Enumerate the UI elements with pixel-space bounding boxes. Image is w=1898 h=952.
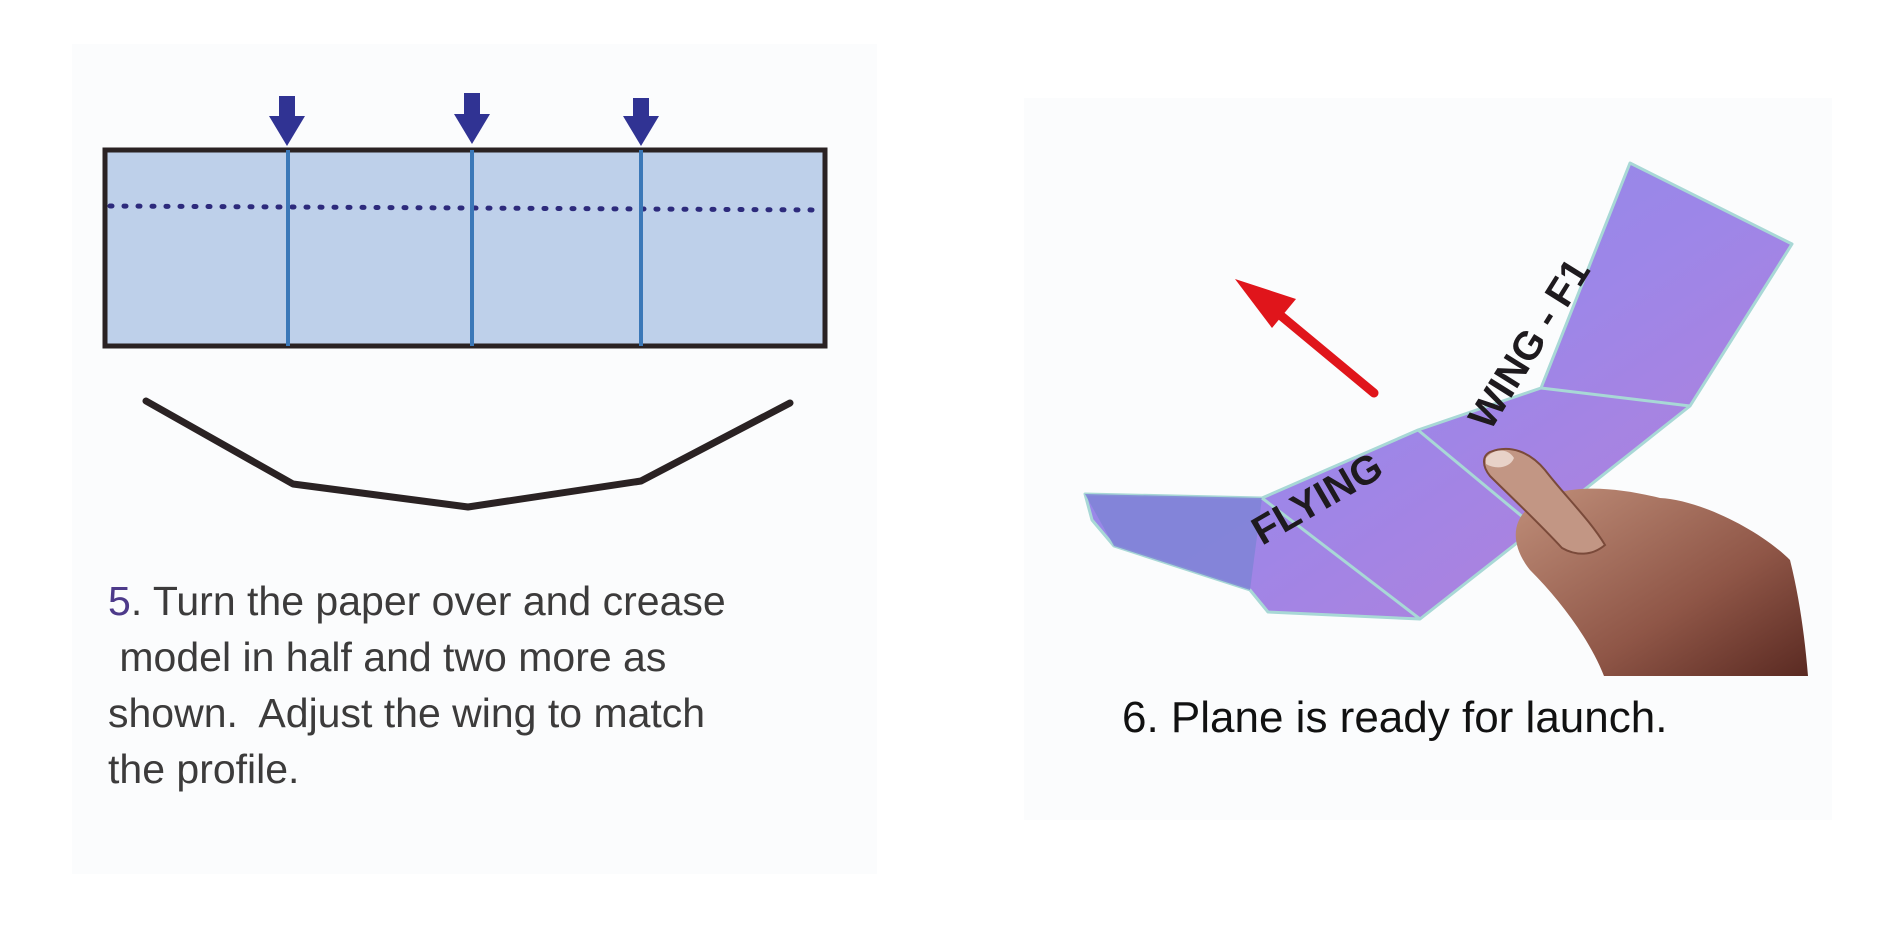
down-arrow-icon bbox=[269, 96, 305, 146]
down-arrow-icon bbox=[623, 98, 659, 146]
hand-holding-plane bbox=[1483, 447, 1808, 676]
step5-text: . Turn the paper over and crease model i… bbox=[108, 578, 726, 792]
wing-profile-line bbox=[142, 397, 794, 511]
paper-sheet bbox=[102, 147, 828, 349]
launch-arrow-icon bbox=[1235, 279, 1379, 398]
step5-number: 5 bbox=[108, 578, 131, 624]
step5-caption: 5. Turn the paper over and crease model … bbox=[108, 573, 868, 797]
step6-caption: 6. Plane is ready for launch. bbox=[1122, 693, 1668, 742]
down-arrow-icon bbox=[454, 93, 490, 144]
paper-sheet-diagram bbox=[102, 93, 828, 349]
